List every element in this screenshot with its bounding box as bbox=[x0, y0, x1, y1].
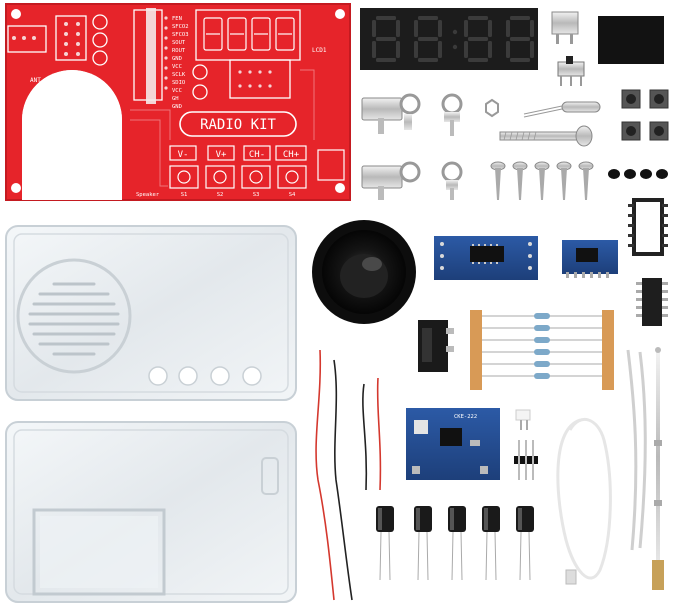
slide-switch bbox=[557, 56, 585, 86]
button-label-v-plus: V+ bbox=[216, 150, 227, 160]
button-caps bbox=[608, 169, 668, 179]
pin-label: SFCO2 bbox=[172, 24, 189, 30]
screws bbox=[490, 161, 594, 200]
segment bbox=[468, 37, 488, 41]
title-frame bbox=[179, 111, 297, 137]
segment bbox=[506, 20, 510, 37]
red-pcb: FEN SFCO2 SFCO3 SOUT ROUT GND VCC SCLK S… bbox=[5, 3, 351, 201]
segment bbox=[396, 41, 400, 58]
antenna-label: ANT bbox=[30, 77, 41, 84]
segment bbox=[464, 41, 468, 58]
pin-label: VCC bbox=[172, 64, 182, 70]
pcb-digit-outline bbox=[203, 17, 295, 51]
pcb-title: RADIO KIT bbox=[200, 117, 276, 133]
segment bbox=[376, 37, 396, 41]
pin-label: SCLK bbox=[172, 72, 186, 78]
hex-nut bbox=[485, 98, 499, 118]
radio-module-label: CKE-222 bbox=[454, 414, 477, 420]
pin-label: SFCO3 bbox=[172, 32, 189, 38]
ic-chip bbox=[636, 278, 668, 326]
seven-segment-display bbox=[360, 8, 538, 70]
pin-label: FEN bbox=[172, 16, 182, 22]
segment bbox=[418, 58, 438, 62]
pin-label: GH bbox=[172, 96, 179, 102]
segment bbox=[372, 20, 376, 37]
acrylic-case-front bbox=[5, 225, 297, 401]
segment bbox=[376, 16, 396, 20]
segment bbox=[530, 41, 534, 58]
pin-label: SOUT bbox=[172, 40, 186, 46]
amplifier-module bbox=[434, 236, 538, 280]
electrolytic-capacitors bbox=[376, 506, 534, 581]
lcd-label: LCD1 bbox=[312, 47, 327, 54]
segment bbox=[510, 58, 530, 62]
switch-label: S1 bbox=[181, 192, 188, 198]
micro-usb-connector bbox=[551, 11, 579, 44]
segment bbox=[488, 20, 492, 37]
display-digits bbox=[372, 16, 534, 62]
segment bbox=[438, 41, 442, 58]
speaker bbox=[312, 220, 416, 324]
pin-label: VCC bbox=[172, 88, 182, 94]
segment bbox=[418, 37, 438, 41]
segment bbox=[414, 41, 418, 58]
switch-label: S4 bbox=[289, 192, 296, 198]
button-label-v-minus: V- bbox=[178, 150, 189, 160]
button-label-ch-plus: CH+ bbox=[283, 150, 300, 160]
header-pins bbox=[514, 409, 538, 480]
segment bbox=[376, 58, 396, 62]
segment bbox=[468, 58, 488, 62]
lanyard bbox=[626, 349, 647, 551]
battery-contacts bbox=[361, 93, 463, 200]
usb-cable bbox=[556, 417, 612, 585]
audio-jack bbox=[418, 320, 454, 372]
acrylic-case-back bbox=[5, 421, 297, 603]
segment bbox=[530, 20, 534, 37]
segment bbox=[464, 20, 468, 37]
telescopic-antenna bbox=[652, 347, 664, 590]
fm-tuner-module bbox=[562, 240, 618, 278]
pin-label: GND bbox=[172, 104, 182, 110]
crystal-oscillator bbox=[523, 101, 601, 118]
pin-label: ROUT bbox=[172, 48, 186, 54]
ic-socket bbox=[628, 198, 668, 256]
pin-label: SDIO bbox=[172, 80, 185, 86]
foam-pad bbox=[598, 16, 664, 64]
switch-label: S3 bbox=[253, 192, 260, 198]
tactile-buttons bbox=[621, 89, 669, 141]
speaker-label: Speaker bbox=[136, 192, 160, 198]
radio-module: CKE-222 bbox=[406, 408, 500, 480]
button-label-ch-minus: CH- bbox=[249, 150, 265, 160]
segment bbox=[510, 37, 530, 41]
wires bbox=[315, 349, 382, 601]
segment bbox=[468, 16, 488, 20]
segment bbox=[418, 16, 438, 20]
segment bbox=[510, 16, 530, 20]
segment bbox=[396, 20, 400, 37]
pin-label: GND bbox=[172, 56, 182, 62]
segment bbox=[488, 41, 492, 58]
pin-label-column: FEN SFCO2 SFCO3 SOUT ROUT GND VCC SCLK S… bbox=[172, 16, 189, 110]
segment bbox=[506, 41, 510, 58]
segment bbox=[438, 20, 442, 37]
machine-bolt bbox=[499, 125, 593, 147]
switch-label: S2 bbox=[217, 192, 224, 198]
segment bbox=[372, 41, 376, 58]
segment bbox=[414, 20, 418, 37]
resistors bbox=[470, 310, 614, 390]
